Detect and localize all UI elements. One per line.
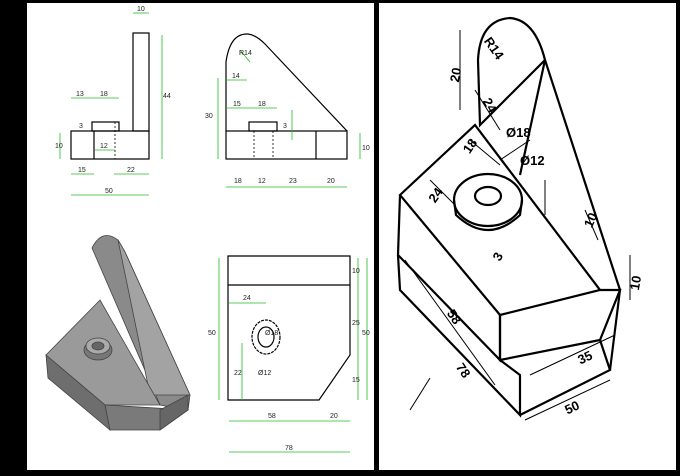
- dim-label: 18: [258, 101, 266, 108]
- dim-label: 50: [208, 330, 216, 337]
- dim-label: 18: [100, 91, 108, 98]
- dim-label: 15: [352, 377, 360, 384]
- dim-label: 10: [352, 268, 360, 275]
- orthographic-drawing: 10 13 18 3 10 44 12 15 22 50 R14 14 30 1…: [45, 6, 370, 453]
- dim-label: 30: [205, 113, 213, 120]
- dim-label: 12: [100, 143, 108, 150]
- dim-label: 10: [137, 6, 145, 13]
- dim-label: 10: [581, 210, 601, 229]
- dim-label: 3: [79, 123, 83, 130]
- dim-label: Ø12: [258, 370, 271, 377]
- orthographic-drawing-panel: 10 13 18 3 10 44 12 15 22 50 R14 14 30 1…: [27, 3, 374, 470]
- top-view: [227, 255, 351, 401]
- dim-label: 12: [258, 178, 266, 185]
- dim-label: 22: [127, 167, 135, 174]
- dim-label: 20: [327, 178, 335, 185]
- isometric-outline: [396, 16, 622, 418]
- dim-label: R14: [481, 34, 507, 63]
- dim-label: 18: [460, 136, 481, 156]
- isometric-sketch: 20 R14 24 Ø18 18 Ø12 24 3 10 10 58 78 35…: [396, 16, 644, 421]
- dim-label: 18: [234, 178, 242, 185]
- dim-label: Ø18: [506, 125, 531, 140]
- dim-label: 23: [289, 178, 297, 185]
- dim-label: 50: [562, 398, 581, 418]
- dim-label: 13: [76, 91, 84, 98]
- dim-label: 50: [105, 188, 113, 195]
- dim-label: 44: [163, 93, 171, 100]
- dim-label: 24: [425, 184, 446, 205]
- dim-label: 10: [627, 274, 644, 291]
- dim-label: Ø18: [265, 330, 278, 337]
- dim-label: R14: [239, 50, 252, 57]
- dim-label: 50: [362, 330, 370, 337]
- dim-label: 25: [352, 320, 360, 327]
- isometric-sketch-panel: 20 R14 24 Ø18 18 Ø12 24 3 10 10 58 78 35…: [379, 3, 676, 470]
- dim-label: 24: [480, 95, 501, 116]
- dim-label: 58: [268, 413, 276, 420]
- dim-label: 35: [575, 348, 594, 368]
- shaded-3d-model: [45, 235, 191, 432]
- dim-label: 78: [453, 360, 474, 380]
- dim-label: 15: [233, 101, 241, 108]
- dim-label: 58: [444, 307, 465, 327]
- dim-label: Ø12: [520, 153, 545, 168]
- dim-label: 10: [55, 143, 63, 150]
- dim-label: 22: [234, 370, 242, 377]
- dim-label: 78: [285, 445, 293, 452]
- dim-label: 10: [362, 145, 370, 152]
- front-view: [70, 32, 150, 160]
- dim-label: 14: [232, 73, 240, 80]
- side-view: [225, 33, 348, 160]
- dim-label: 3: [283, 123, 287, 130]
- dim-label: 24: [243, 295, 251, 302]
- dim-label: 15: [78, 167, 86, 174]
- dim-label: 3: [489, 250, 506, 264]
- dim-label: 20: [330, 413, 338, 420]
- dim-label: 20: [447, 66, 464, 83]
